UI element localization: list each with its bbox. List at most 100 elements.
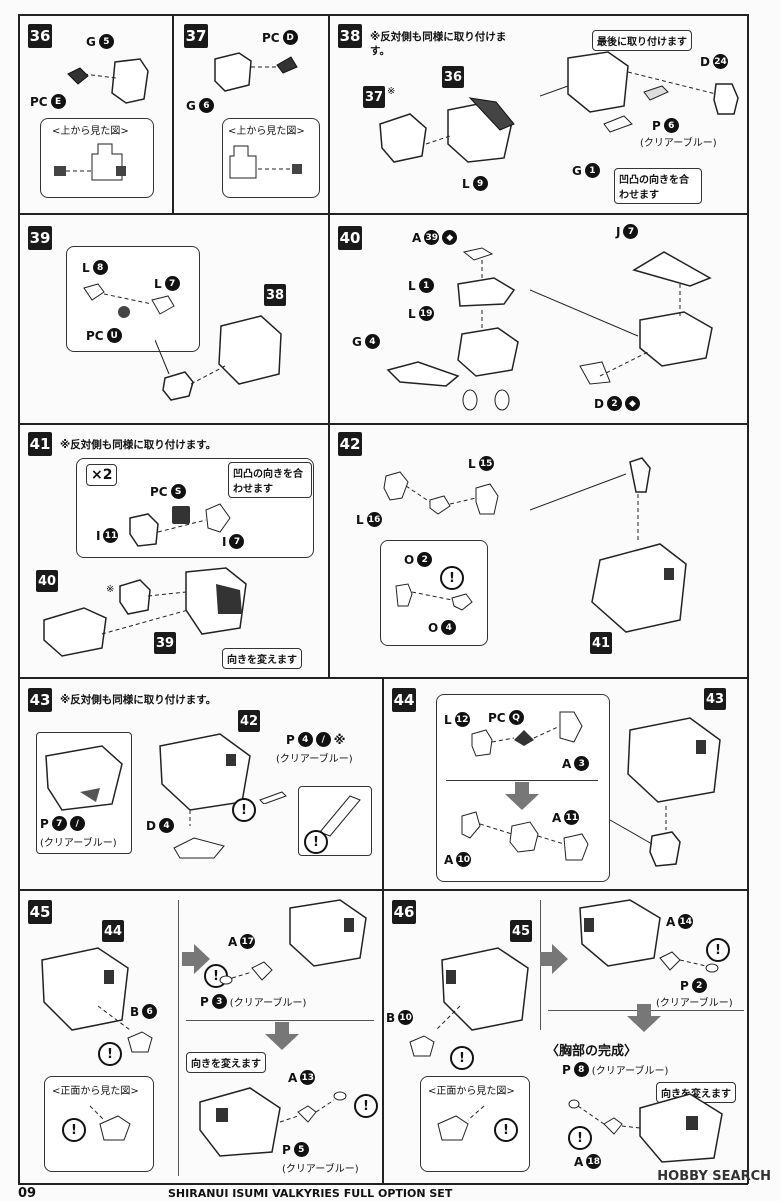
- color-note: (クリアーブルー): [276, 754, 353, 765]
- down-arrow-icon: [627, 1004, 661, 1032]
- slash-icon: /: [315, 732, 331, 747]
- part-drawing: [214, 52, 298, 92]
- slash-icon: /: [69, 816, 85, 831]
- turn-callout: 向きを変えます: [186, 1052, 266, 1073]
- footer-title: SHIRANUI ISUMI VALKYRIES FULL OPTION SET: [168, 1187, 453, 1200]
- part-drawing: [395, 583, 473, 611]
- inner-divider: [178, 900, 179, 1176]
- sticker-icon: ◆: [624, 396, 640, 411]
- caution-icon: !: [98, 1042, 122, 1066]
- row-divider-2: [18, 423, 748, 425]
- detail-drawing: [437, 1105, 485, 1141]
- assembly-drawing: [568, 1093, 723, 1163]
- ref-step: 36: [442, 66, 464, 88]
- assembly-drawing: [435, 947, 529, 1031]
- assembly-drawing: [199, 1087, 347, 1157]
- watermark: HOBBY SEARCH: [657, 1169, 771, 1184]
- ref-step: 39: [154, 632, 176, 654]
- align-callout: 凹凸の向きを合わせます: [614, 168, 702, 204]
- col-divider-37: [328, 14, 330, 214]
- part-drawing: [173, 837, 225, 859]
- ref-step: 43: [704, 688, 726, 710]
- page-number: 09: [18, 1186, 37, 1201]
- detail-drawing: [89, 1105, 131, 1141]
- part-drawing: [471, 711, 583, 757]
- note-mark: ※: [387, 86, 396, 97]
- inner-divider: [186, 1020, 374, 1021]
- step-number: 43: [28, 688, 52, 712]
- col-divider-43: [382, 677, 384, 889]
- caution-icon: !: [232, 798, 256, 822]
- sub-assembly-box: [66, 246, 200, 352]
- color-note: (クリアーブルー): [656, 998, 733, 1009]
- color-note: (クリアーブルー): [282, 1164, 359, 1175]
- top-view-drawing: [229, 145, 302, 179]
- align-callout: 凹凸の向きを合わせます: [228, 462, 312, 498]
- row-divider-1: [18, 213, 748, 215]
- turn-callout: 向きを変えます: [222, 648, 302, 669]
- side-note: ※反対側も同様に取り付けます。: [60, 439, 217, 451]
- col-divider-36: [172, 14, 174, 214]
- step-number: 39: [28, 226, 52, 250]
- caution-icon: !: [354, 1094, 378, 1118]
- step-number: 41: [28, 432, 52, 456]
- caution-icon: !: [568, 1126, 592, 1150]
- assembly-drawing: [540, 51, 739, 133]
- color-note: (クリアーブルー): [640, 138, 717, 149]
- ref-step: 42: [238, 710, 260, 732]
- detail-drawing: [319, 795, 361, 837]
- assembly-drawing: [530, 457, 687, 633]
- view-caption: <正面から見た図>: [52, 1086, 139, 1097]
- down-arrow-icon: [265, 1022, 299, 1050]
- caution-icon: !: [304, 830, 328, 854]
- view-caption: <上から見た図>: [228, 126, 305, 137]
- view-caption: <正面から見た図>: [428, 1086, 515, 1097]
- right-arrow-icon: [540, 944, 568, 974]
- last-attach-callout: 最後に取り付けます: [592, 30, 692, 51]
- caution-icon: !: [706, 938, 730, 962]
- part-drawing: [259, 791, 287, 804]
- assembly-drawing: [289, 899, 367, 967]
- completion-heading: 〈胸部の完成〉: [546, 1044, 638, 1059]
- caution-icon: !: [440, 566, 464, 590]
- step-number: 42: [338, 432, 362, 456]
- col-divider-41: [328, 423, 330, 677]
- ref-step: 37: [363, 86, 385, 108]
- page-footer: 09 SHIRANUI ISUMI VALKYRIES FULL OPTION …: [0, 1186, 781, 1201]
- assembly-drawing: [579, 899, 661, 967]
- side-note: ※反対側も同様に取り付けます。: [60, 694, 217, 706]
- ref-step: 45: [510, 920, 532, 942]
- part-drawing: [129, 503, 231, 547]
- assembly-drawing: [41, 947, 131, 1031]
- part-drawing: [67, 58, 149, 104]
- step-number: 44: [392, 688, 416, 712]
- down-arrow-icon: [505, 782, 539, 810]
- part-drawing: [659, 951, 719, 973]
- assembly-drawing: [530, 251, 713, 385]
